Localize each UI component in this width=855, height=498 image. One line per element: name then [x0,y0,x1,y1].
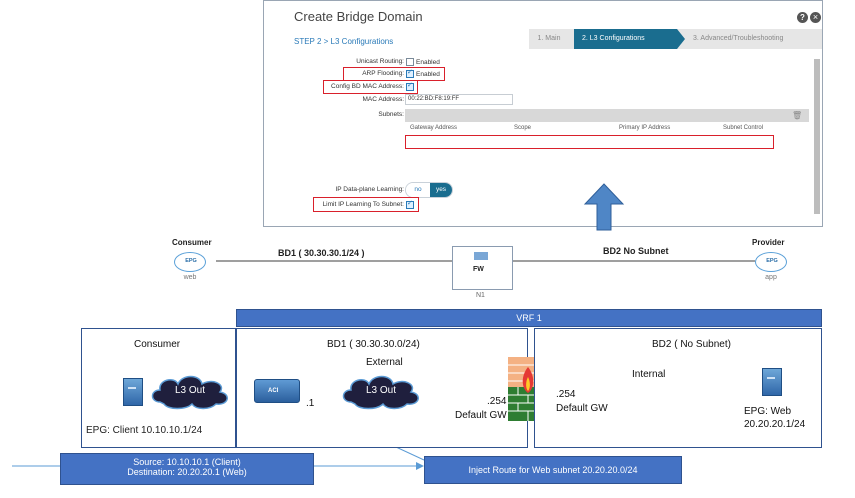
unicast-routing-checkbox[interactable] [406,58,414,66]
internal-label: Internal [632,369,666,380]
l3out-mid-label: L3 Out [365,385,397,396]
bd1-panel-title: BD1 ( 30.30.30.0/24) [327,339,420,350]
web-server-icon[interactable] [762,368,782,396]
subnets-col-scope: Scope [514,125,532,131]
limit-ip-checkbox[interactable] [406,199,414,209]
limit-ip-highlight [313,197,419,212]
external-label: External [366,357,403,368]
up-arrow-icon [583,183,625,231]
inject-route-box: Inject Route for Web subnet 20.20.20.0/2… [424,456,682,484]
consumer-epg-icon[interactable] [174,252,206,272]
wizard-step-main[interactable]: 1. Main [537,35,561,42]
consumer-epg-text: EPG [185,258,197,264]
consumer-epg-sub: web [183,274,197,281]
l3out-left-cloud-icon [151,375,228,410]
l3out-left-label: L3 Out [174,385,206,396]
wizard-arrow [677,29,685,49]
close-icon[interactable]: × [810,12,821,23]
topology-provider-label: Provider [752,238,785,247]
subnets-col-primary-ip: Primary IP Address [619,125,671,131]
node-label: N1 [476,292,485,299]
client-server-icon[interactable] [123,378,143,406]
default-gw-left-label: Default GW [455,410,507,421]
flow-arrow-head [416,462,424,470]
topology-bd2-label: BD2 No Subnet [603,246,669,256]
wizard-steps: 1. Main 2. L3 Configurations 3. Advanced… [529,29,822,49]
provider-epg-sub: app [765,274,777,281]
config-bd-mac-label: Config BD MAC Address: [331,83,404,90]
web-epg-line2: 20.20.20.1/24 [744,419,806,430]
dialog-title: Create Bridge Domain [294,9,423,24]
web-epg-line1: EPG: Web [744,406,792,417]
subnets-col-subnet-control: Subnet Control [723,125,764,131]
provider-epg-icon[interactable] [755,252,787,272]
destination-line: Destination: 20.20.20.1 (Web) [127,467,247,477]
unicast-routing-label: Unicast Routing: [356,58,404,65]
config-bd-mac-checkbox[interactable] [406,81,414,91]
bd2-panel-title: BD2 ( No Subnet) [652,339,731,350]
dot254-left-label: .254 [487,396,507,407]
source-destination-box: Source: 10.10.10.1 (Client) Destination:… [60,453,314,485]
subnets-label: Subnets: [378,111,404,118]
wizard-step-l3-configurations[interactable]: 2. L3 Configurations [574,29,677,49]
arp-flooding-label: ARP Flooding: [362,70,404,77]
client-epg-label: EPG: Client 10.10.10.1/24 [86,425,203,436]
limit-ip-label: Limit IP Learning To Subnet: [322,201,404,208]
fw-label: FW [473,266,484,273]
firewall-icon [474,252,488,260]
unicast-routing-value: Enabled [416,59,440,66]
subnets-toolbar [405,109,809,122]
default-gw-right-label: Default GW [556,403,608,414]
trash-icon[interactable]: 🗑 [792,111,803,120]
source-line: Source: 10.10.10.1 (Client) [133,457,241,467]
ip-learning-label: IP Data-plane Learning: [335,186,404,193]
ip-learning-toggle[interactable]: no yes [405,182,453,198]
ip-learning-no[interactable]: no [406,183,430,197]
ip-learning-yes[interactable]: yes [430,183,452,197]
arp-flooding-checkbox[interactable] [406,68,414,78]
topology-consumer-label: Consumer [172,238,212,247]
arp-flooding-value: Enabled [416,71,440,78]
mac-address-label: MAC Address: [362,96,404,103]
consumer-panel-title: Consumer [134,339,181,350]
create-bridge-domain-dialog: Create Bridge Domain ? × STEP 2 > L3 Con… [263,0,823,227]
dialog-scrollbar[interactable] [814,59,820,214]
topology-bd1-label: BD1 ( 30.30.30.1/24 ) [278,248,365,258]
router-label: ACI [268,388,279,394]
provider-epg-text: EPG [766,258,778,264]
l3out-mid-cloud-icon [342,375,419,410]
subnet-empty-row-highlight [405,135,774,149]
config-bd-mac-highlight [323,80,418,94]
dot254-right-label: .254 [556,389,576,400]
step-label: STEP 2 > L3 Configurations [294,37,394,46]
subnets-col-gateway: Gateway Address [410,125,458,131]
wizard-step-advanced[interactable]: 3. Advanced/Troubleshooting [693,35,784,42]
help-icon[interactable]: ? [797,12,808,23]
mac-address-input[interactable]: 00:22:BD:F8:19:FF [405,94,513,105]
vrf-banner: VRF 1 [236,309,822,327]
dot1-label: .1 [306,398,315,409]
aci-router-icon[interactable] [254,379,300,403]
